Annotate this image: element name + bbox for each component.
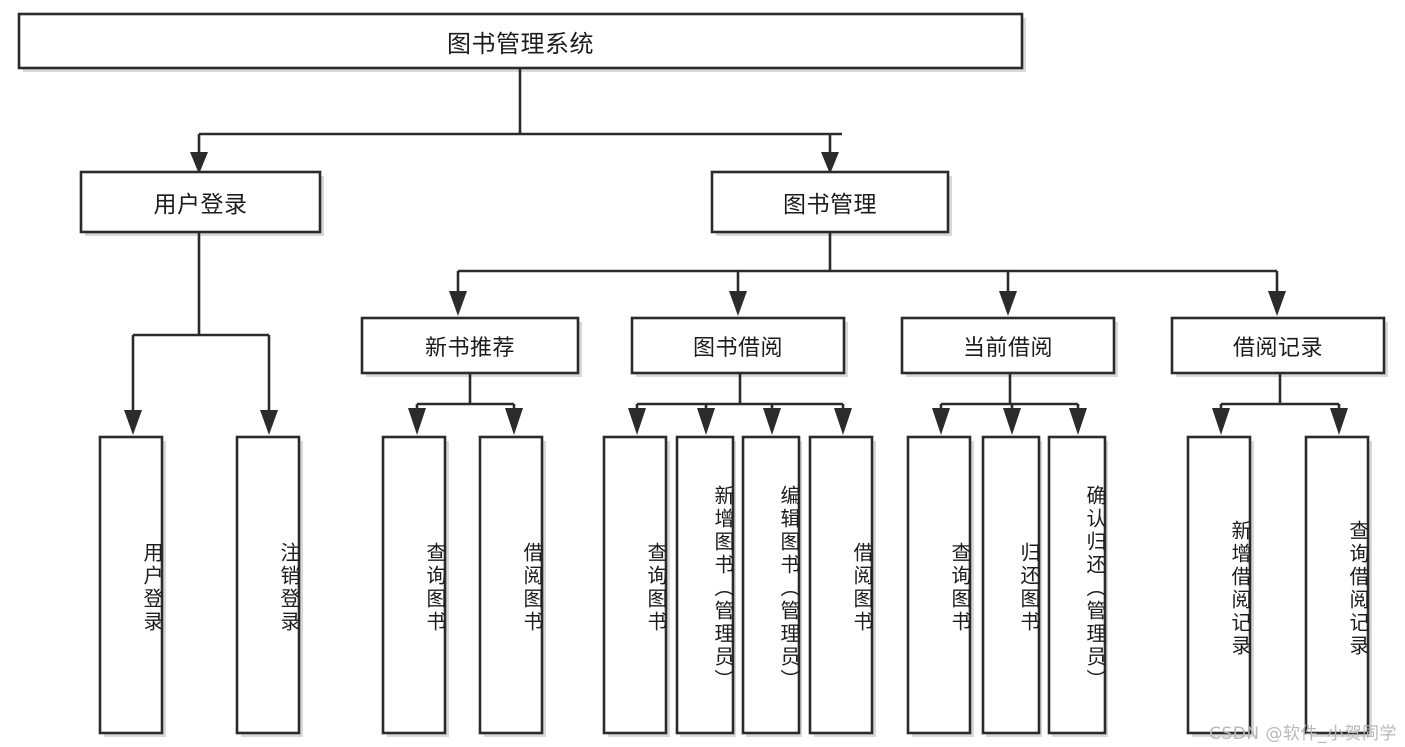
node-box-current-borrow xyxy=(900,316,1116,375)
node-book-borrow[interactable] xyxy=(632,318,844,373)
node-box-leaf-borrow-book-2 xyxy=(808,435,874,735)
node-box-leaf-add-borrow-record xyxy=(1186,435,1252,735)
node-box-new-book-rec xyxy=(360,316,580,375)
node-leaf-query-book-3[interactable] xyxy=(908,437,970,733)
node-user-login[interactable] xyxy=(81,172,320,232)
node-box-leaf-query-book-2 xyxy=(602,435,668,735)
node-leaf-add-borrow-record[interactable] xyxy=(1188,437,1250,733)
node-leaf-borrow-book-1[interactable] xyxy=(480,437,542,733)
node-leaf-confirm-return-admin[interactable] xyxy=(1049,437,1105,733)
node-box-borrow-record xyxy=(1170,316,1386,375)
node-boxes xyxy=(17,12,1386,735)
node-leaf-query-book-2[interactable] xyxy=(604,437,666,733)
node-box-leaf-query-book-3 xyxy=(906,435,972,735)
node-box-leaf-confirm-return-admin xyxy=(1047,435,1107,735)
node-box-leaf-add-book-admin xyxy=(675,435,735,735)
csdn-watermark: CSDN @软件_小贺同学 xyxy=(1209,724,1397,744)
node-box-book-borrow xyxy=(630,316,846,375)
node-borrow-record[interactable] xyxy=(1172,318,1384,373)
node-leaf-add-book-admin[interactable] xyxy=(677,437,733,733)
node-box-leaf-logout xyxy=(235,435,301,735)
node-leaf-query-borrow-record[interactable] xyxy=(1306,437,1368,733)
node-box-book-manage xyxy=(710,170,950,234)
node-leaf-user-login[interactable] xyxy=(100,437,162,733)
connector-edges xyxy=(124,69,1348,435)
node-box-root xyxy=(17,12,1024,70)
node-box-leaf-user-login xyxy=(98,435,164,735)
node-leaf-edit-book-admin[interactable] xyxy=(743,437,799,733)
node-box-leaf-query-borrow-record xyxy=(1304,435,1370,735)
node-leaf-return-book[interactable] xyxy=(983,437,1039,733)
node-box-user-login xyxy=(79,170,322,234)
node-box-leaf-return-book xyxy=(981,435,1041,735)
node-leaf-logout[interactable] xyxy=(237,437,299,733)
node-root[interactable] xyxy=(19,14,1022,68)
node-box-leaf-query-book-1 xyxy=(381,435,447,735)
node-new-book-rec[interactable] xyxy=(362,318,578,373)
node-current-borrow[interactable] xyxy=(902,318,1114,373)
node-box-leaf-borrow-book-1 xyxy=(478,435,544,735)
node-leaf-borrow-book-2[interactable] xyxy=(810,437,872,733)
node-leaf-query-book-1[interactable] xyxy=(383,437,445,733)
node-box-leaf-edit-book-admin xyxy=(741,435,801,735)
node-book-manage[interactable] xyxy=(712,172,948,232)
